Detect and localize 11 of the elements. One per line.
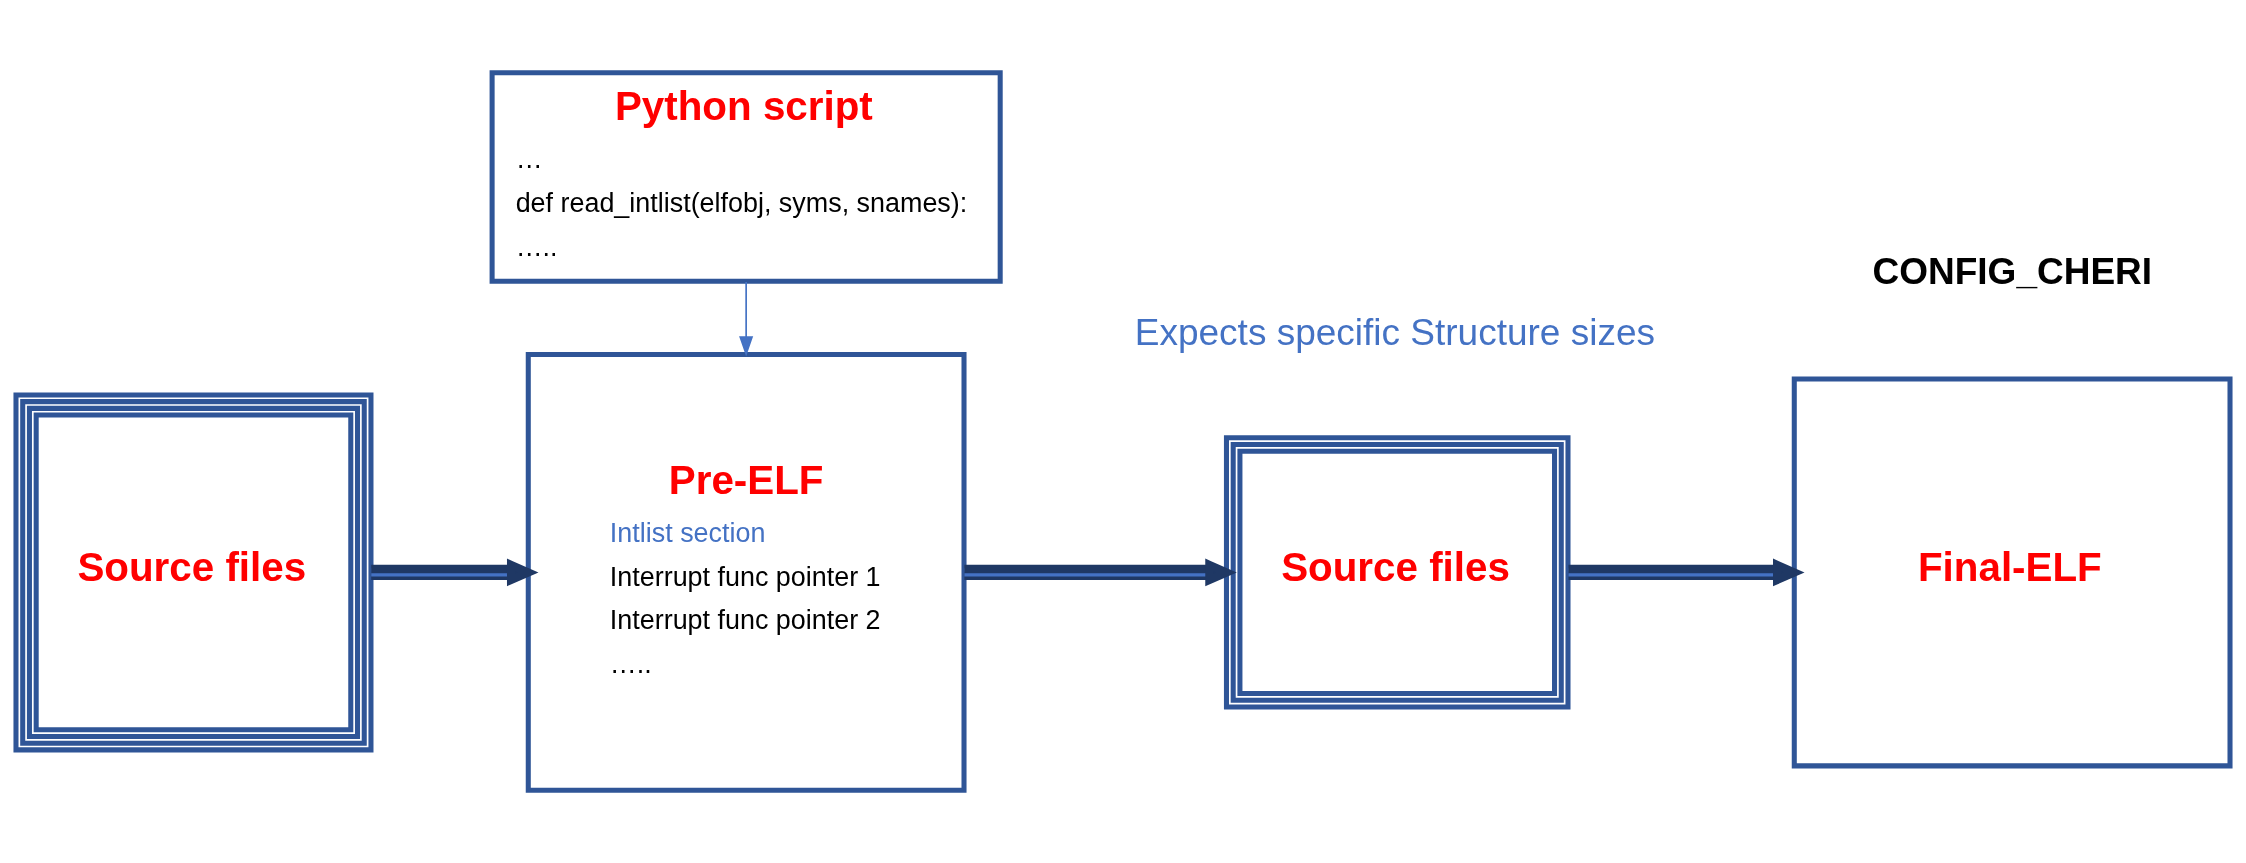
node-box: Python script … def read_intlist(elfobj, syms, snames): ….. <box>489 70 1003 284</box>
node-box: Final-ELF <box>1791 376 2233 769</box>
arrow <box>964 558 1237 587</box>
arrow <box>739 281 754 357</box>
label: Expects specific Structure sizes <box>1134 310 1656 353</box>
label: CONFIG_CHERI <box>1872 250 2153 293</box>
arrow <box>371 558 539 587</box>
node-box: Source files <box>13 392 374 753</box>
node-box: Pre-ELF Intlist section Interrupt func pointer 1 Interrupt func pointer 2 ….. <box>525 352 967 793</box>
arrow <box>1568 558 1805 587</box>
node-box: Source files <box>1223 435 1571 710</box>
